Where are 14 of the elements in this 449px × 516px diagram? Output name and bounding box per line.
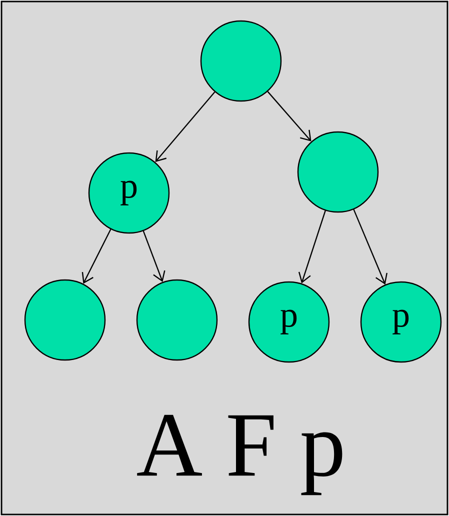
arrow — [82, 228, 112, 284]
tree-node — [200, 20, 282, 102]
tree-node: p — [360, 281, 442, 363]
tree-node — [136, 279, 218, 361]
tree-node: p — [88, 152, 170, 234]
arrow — [353, 209, 388, 285]
arrow — [155, 92, 216, 162]
tree-node — [24, 279, 106, 361]
arrow — [267, 91, 312, 142]
tree-node — [297, 131, 379, 213]
arrow — [298, 210, 326, 284]
caption-text: A F p — [137, 414, 342, 496]
arrow — [142, 230, 166, 282]
tree-node: p — [248, 281, 330, 363]
